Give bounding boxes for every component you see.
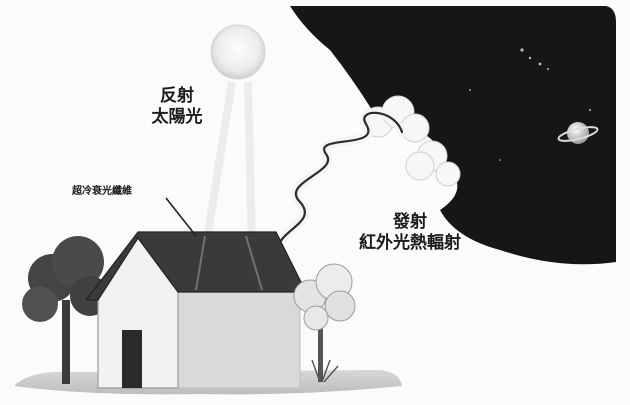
reflect-label-line-2: 太陽光 [151, 107, 203, 128]
bush-icon [293, 263, 356, 383]
emit-label-line-1: 發射 [393, 212, 427, 232]
emit-infrared-label: 發射 紅外光熱輻射 [330, 212, 490, 255]
sun-icon [210, 24, 266, 80]
reflect-label-line-1: 反射 [160, 86, 194, 106]
stars [469, 48, 591, 161]
house-side-wall [177, 291, 301, 389]
roof-highlights [195, 235, 263, 291]
house-icon [84, 231, 307, 389]
planet-icon [557, 122, 599, 144]
roof [84, 231, 307, 301]
reflect-sunlight-label: 反射 太陽光 [132, 86, 222, 129]
fiber-leader-line [165, 197, 197, 237]
fiber-label: 超冷衰光纖維 [72, 186, 132, 197]
emit-label-line-2: 紅外光熱輻射 [359, 233, 461, 254]
sunlight-beams [202, 81, 256, 247]
outer-space [290, 6, 616, 265]
infrared-wave-outline [276, 111, 404, 264]
door [122, 330, 142, 388]
